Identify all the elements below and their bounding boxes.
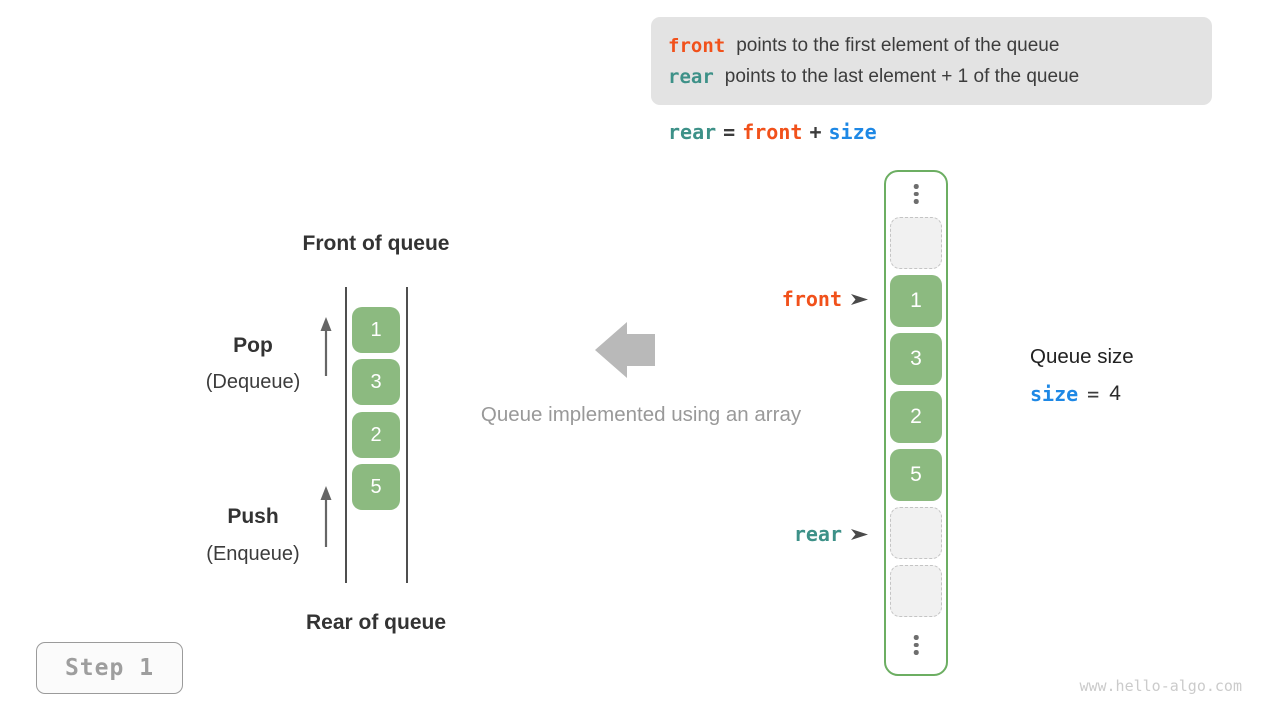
pointer-arrow-icon (851, 528, 868, 540)
queue-cell: 3 (352, 359, 400, 405)
front-pointer: front (738, 287, 868, 311)
size-equals: = (1087, 382, 1100, 406)
rear-of-queue-label: Rear of queue (305, 611, 447, 634)
array-empty-cell (890, 217, 942, 269)
array-cell: 2 (890, 391, 942, 443)
rear-formula: rear = front + size (668, 120, 884, 144)
queue-right-wall (406, 287, 408, 583)
array-empty-cell (890, 507, 942, 559)
front-of-queue-label: Front of queue (302, 232, 450, 255)
watermark: www.hello-algo.com (1079, 677, 1242, 695)
push-label: Push (227, 505, 279, 528)
queue-left-wall (345, 287, 347, 583)
rear-explanation-text: points to the last element + 1 of the qu… (724, 65, 1080, 87)
pop-label: Pop (233, 334, 273, 357)
front-explanation-line: front points to the first element of the… (668, 35, 1212, 57)
formula-front: front (742, 120, 803, 144)
array-empty-cell (890, 565, 942, 617)
array-panel: 1 3 2 5 (884, 170, 948, 676)
ellipsis-bottom-icon (913, 635, 919, 655)
rear-pointer: rear (738, 522, 868, 546)
formula-equals: = (723, 120, 736, 144)
rear-pointer-label: rear (793, 522, 842, 546)
queue-cell: 1 (352, 307, 400, 353)
diagram-caption: Queue implemented using an array (480, 403, 802, 426)
formula-plus: + (809, 120, 822, 144)
rear-explanation-line: rear points to the last element + 1 of t… (668, 66, 1212, 88)
enqueue-sublabel: (Enqueue) (206, 543, 300, 565)
array-cell: 3 (890, 333, 942, 385)
formula-size: size (828, 120, 877, 144)
front-keyword: front (668, 34, 726, 57)
queue-cell: 2 (352, 412, 400, 458)
rear-keyword: rear (668, 65, 714, 88)
push-up-arrow-icon (320, 486, 332, 547)
array-cell: 1 (890, 275, 942, 327)
pointer-explanation-box: front points to the first element of the… (651, 17, 1212, 105)
formula-rear: rear (668, 120, 717, 144)
step-badge: Step 1 (36, 642, 183, 694)
queue-size-title: Queue size (1030, 345, 1134, 368)
size-variable: size (1030, 382, 1079, 406)
array-cell: 5 (890, 449, 942, 501)
dequeue-sublabel: (Dequeue) (205, 371, 301, 393)
pointer-arrow-icon (851, 293, 868, 305)
left-block-arrow-icon (595, 322, 655, 378)
size-value: 4 (1109, 382, 1121, 405)
front-explanation-text: points to the first element of the queue (736, 34, 1060, 56)
pop-up-arrow-icon (320, 317, 332, 376)
queue-size-value-line: size = 4 (1030, 382, 1121, 406)
front-pointer-label: front (781, 287, 842, 311)
queue-cell: 5 (352, 464, 400, 510)
ellipsis-top-icon (913, 184, 919, 204)
